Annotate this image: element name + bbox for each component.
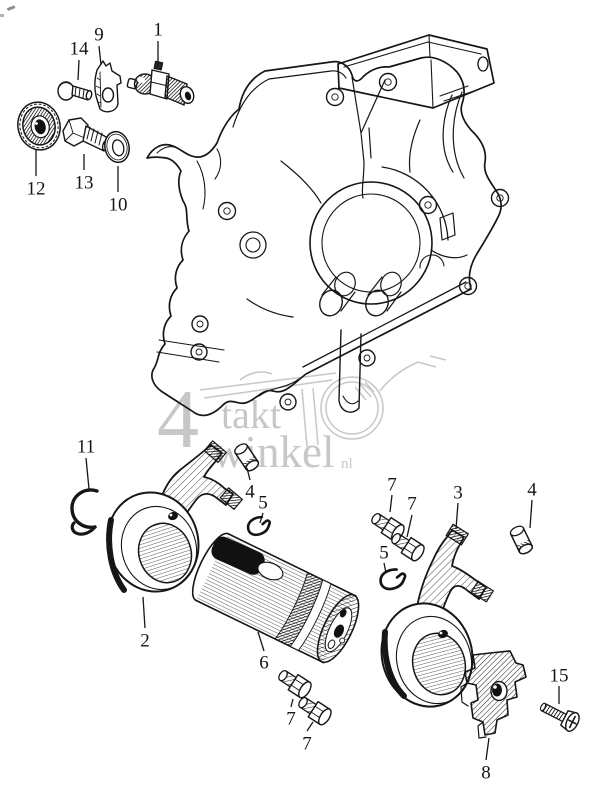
- crankcase-top-boss: [337, 34, 495, 109]
- part-number-label-4: 4: [245, 482, 255, 503]
- part-number-label-3: 3: [453, 483, 463, 504]
- part-number-label-2: 2: [140, 631, 150, 652]
- part-number-label-12: 12: [27, 179, 46, 200]
- part-7-bolt-2: [391, 533, 425, 562]
- part-12-seal-cap: [17, 101, 61, 151]
- part-number-label-6: 6: [259, 653, 269, 674]
- part-10-washer: [104, 130, 130, 164]
- part-number-label-9: 9: [94, 25, 104, 46]
- part-5-clip-left: [246, 515, 271, 537]
- part-1-switch-assembly: [126, 60, 195, 106]
- part-2-shift-fork-left: [106, 440, 243, 593]
- leader-line-7: [389, 494, 393, 513]
- part-number-label-15: 15: [550, 666, 569, 687]
- leader-line-14: [77, 59, 80, 81]
- part-4-pin-left: [234, 443, 260, 472]
- part-9-bracket: [94, 60, 122, 113]
- part-number-label-4: 4: [527, 480, 537, 501]
- part-number-label-5: 5: [258, 493, 268, 514]
- leader-line-4: [529, 499, 533, 529]
- leader-line-7: [306, 721, 314, 732]
- leader-line-7: [290, 698, 294, 708]
- crankcase-drawing: [146, 34, 510, 417]
- leader-line-11: [85, 457, 90, 490]
- part-number-label-11: 11: [77, 437, 95, 458]
- watermark-word-winkel: winkel: [212, 427, 334, 477]
- part-6-shift-drum: [191, 532, 360, 664]
- leader-line-5: [259, 512, 264, 524]
- part-4-pin-right: [509, 525, 534, 555]
- part-3-shift-fork-right: [380, 523, 494, 708]
- part-number-label-10: 10: [109, 195, 128, 216]
- part-number-label-7: 7: [387, 475, 397, 496]
- part-11-circlip: [70, 488, 99, 536]
- crankcase-bolt-holes: [190, 72, 510, 411]
- part-8-stopper-plate: [460, 650, 527, 739]
- watermark: 4 takt winkel nl: [157, 355, 447, 477]
- part-7-bolt-3: [278, 670, 312, 699]
- scan-artifact: [0, 5, 16, 17]
- part-number-label-1: 1: [153, 20, 163, 41]
- part-14-bolt: [57, 81, 93, 101]
- leader-line-3: [455, 502, 459, 530]
- part-13-bolt: [62, 117, 111, 152]
- watermark-digit: 4: [157, 373, 199, 466]
- part-number-label-7: 7: [302, 734, 312, 755]
- leader-line-7: [406, 514, 413, 538]
- watermark-tld: nl: [341, 456, 353, 472]
- part-7-bolt-4: [298, 697, 332, 726]
- leader-line-9: [98, 45, 102, 66]
- part-number-label-7: 7: [286, 709, 296, 730]
- watermark-motorcycle-sketch: [199, 355, 447, 448]
- part-number-label-5: 5: [379, 543, 389, 564]
- part-number-label-7: 7: [407, 494, 417, 515]
- leader-line-8: [485, 737, 490, 761]
- leader-line-6: [257, 631, 265, 652]
- part-number-label-14: 14: [70, 39, 90, 60]
- part-15-screw: [539, 702, 580, 732]
- leader-line-4: [246, 467, 251, 481]
- part-number-label-13: 13: [75, 173, 94, 194]
- part-5-clip-right: [379, 568, 407, 591]
- leader-line-5: [383, 562, 387, 574]
- leader-line-2: [142, 596, 146, 629]
- crankcase-dowel-pipes: [319, 271, 402, 317]
- part-number-label-8: 8: [481, 763, 491, 784]
